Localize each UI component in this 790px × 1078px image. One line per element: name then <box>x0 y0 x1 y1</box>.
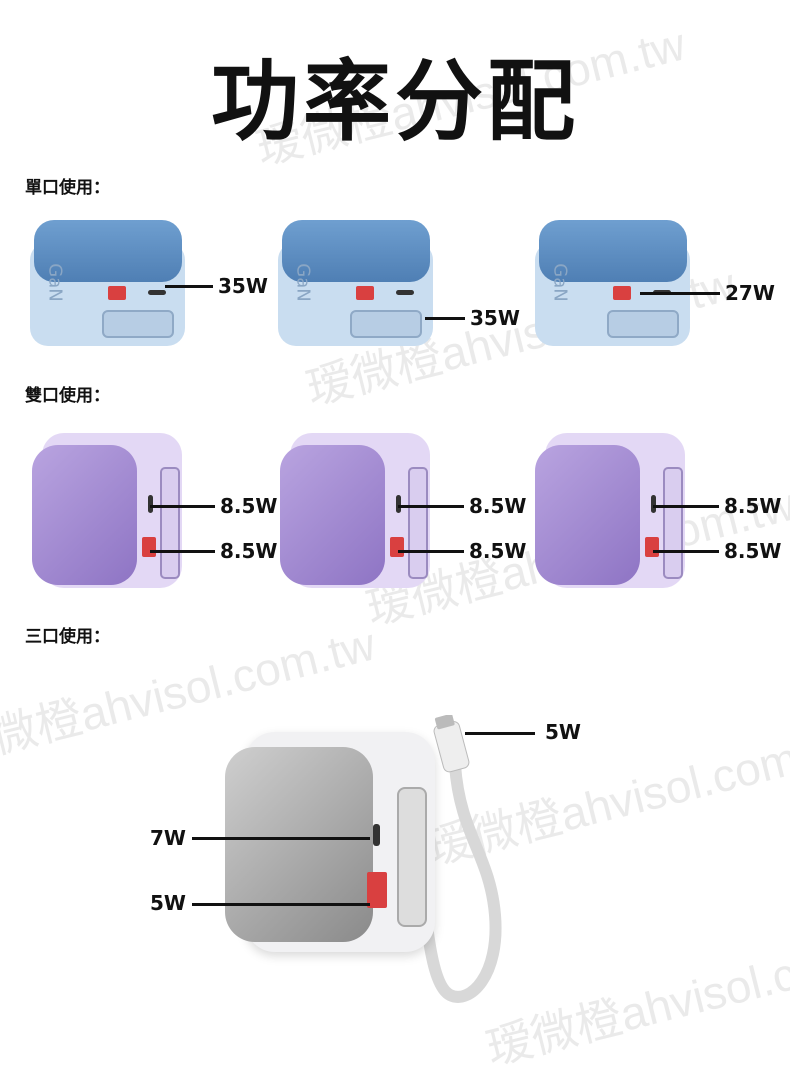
usb-a-port <box>367 872 387 908</box>
brand-logo: GaN <box>292 263 314 302</box>
watt-label-cable: 5W <box>545 720 581 744</box>
pointer-line <box>192 903 370 906</box>
pointer-line <box>465 732 535 735</box>
charger-dual-3 <box>535 425 687 590</box>
usb-a-port <box>108 286 126 300</box>
usb-c-port <box>396 495 401 513</box>
pointer-line <box>640 292 720 295</box>
usb-a-port <box>390 537 404 557</box>
section-dual-label: 雙口使用： <box>25 386 110 406</box>
charger-dual-2 <box>280 425 432 590</box>
pointer-line <box>150 505 215 508</box>
pointer-line <box>425 317 465 320</box>
page-title: 功率分配 <box>210 50 579 153</box>
section-triple-label: 三口使用： <box>25 627 110 647</box>
watt-label-usbc: 7W <box>150 826 186 850</box>
usb-a-port <box>142 537 156 557</box>
watt-label: 8.5W <box>724 539 782 563</box>
watt-label: 27W <box>725 281 775 305</box>
charger-single-3: GaN <box>535 220 690 348</box>
section-single-label: 單口使用： <box>25 178 110 198</box>
watt-label: 8.5W <box>469 539 527 563</box>
usb-c-port <box>651 495 656 513</box>
usb-c-port <box>148 290 166 295</box>
cable-clip <box>102 310 174 338</box>
watt-label: 35W <box>218 274 268 298</box>
cable-clip <box>350 310 422 338</box>
usb-c-port <box>373 824 380 846</box>
cable-clip <box>607 310 679 338</box>
brand-logo: GaN <box>549 263 571 302</box>
usb-c-port <box>396 290 414 295</box>
charger-single-1: GaN <box>30 220 185 348</box>
charger-single-2: GaN <box>278 220 433 348</box>
usb-a-port <box>645 537 659 557</box>
usb-a-port <box>613 286 631 300</box>
usb-c-port <box>148 495 153 513</box>
charger-triple <box>225 722 440 957</box>
pointer-line <box>398 505 464 508</box>
pointer-line <box>192 837 370 840</box>
pointer-line <box>398 550 464 553</box>
watt-label: 8.5W <box>220 494 278 518</box>
watt-label: 8.5W <box>724 494 782 518</box>
pointer-line <box>653 505 719 508</box>
usb-c-cable <box>414 715 502 1003</box>
pointer-line <box>150 550 215 553</box>
pointer-line <box>653 550 719 553</box>
pointer-line <box>165 285 213 288</box>
watt-label-usba: 5W <box>150 891 186 915</box>
brand-logo: GaN <box>44 263 66 302</box>
watermark: 瑷微橙ahvisol.com.tw <box>480 917 790 1075</box>
watt-label: 8.5W <box>469 494 527 518</box>
charger-dual-1 <box>32 425 184 590</box>
watt-label: 8.5W <box>220 539 278 563</box>
watt-label: 35W <box>470 306 520 330</box>
usb-a-port <box>356 286 374 300</box>
